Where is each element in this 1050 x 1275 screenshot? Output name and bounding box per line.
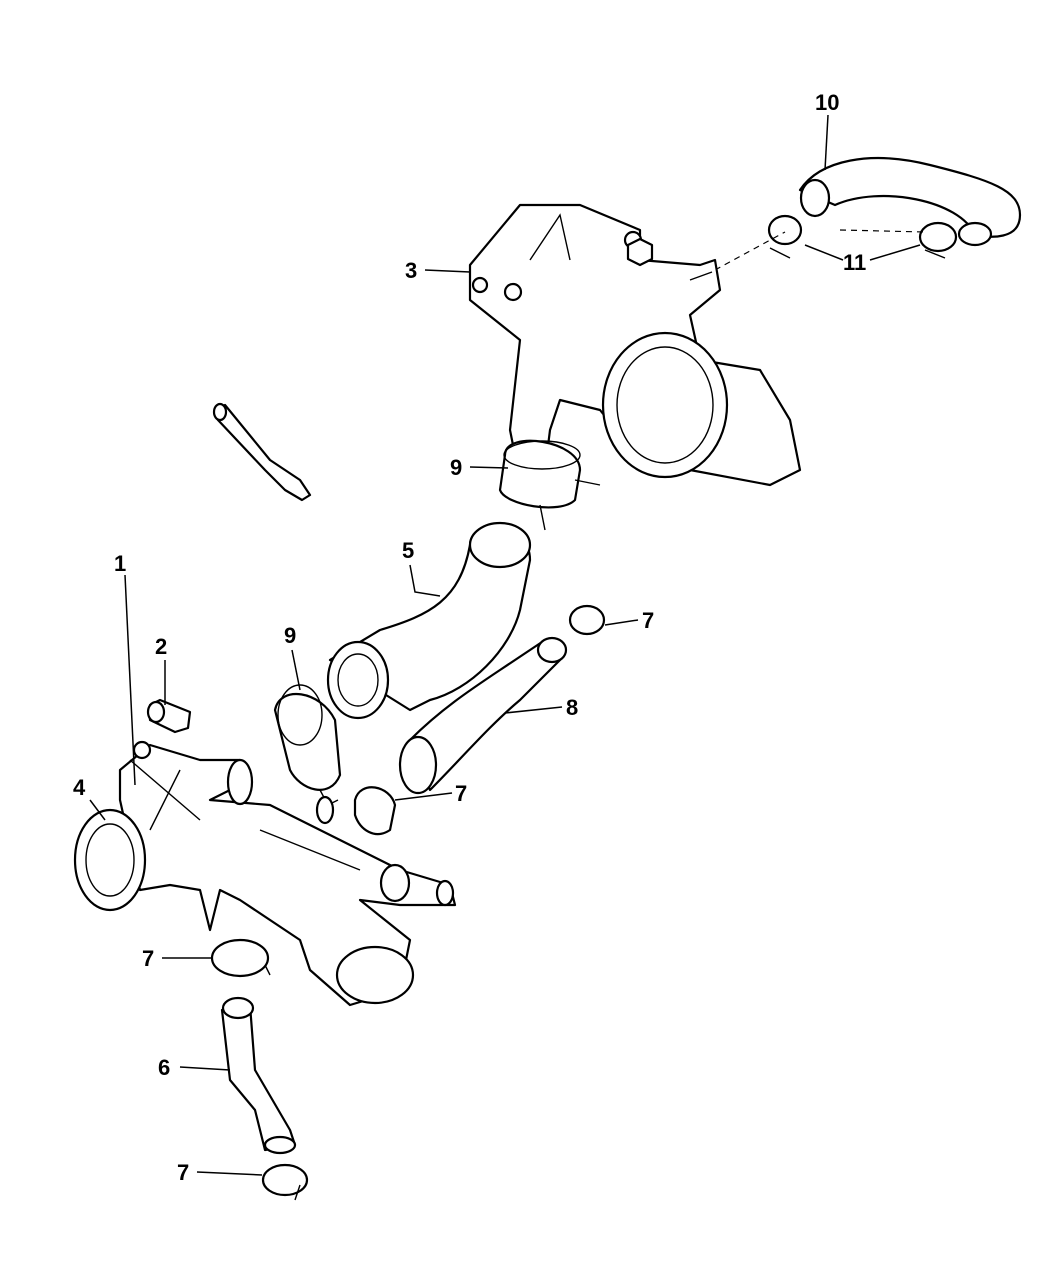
callout-7: 7 (142, 946, 154, 971)
callout-3: 3 (405, 258, 417, 283)
part-2-bolt (146, 698, 192, 734)
callout-1: 1 (114, 551, 126, 576)
callout-8: 8 (566, 695, 578, 720)
callout-9: 9 (450, 455, 462, 480)
part-5-hose (326, 521, 532, 720)
part-3-thermostat-housing (468, 203, 802, 487)
callouts: 1 2 3 4 5 6 7 7 7 7 8 9 9 10 11 (73, 90, 866, 1185)
callout-9: 9 (284, 623, 296, 648)
part-10-hose (798, 157, 1022, 247)
temperature-sensor (212, 402, 312, 502)
callout-7: 7 (455, 781, 467, 806)
callout-2: 2 (155, 634, 167, 659)
callout-7: 7 (642, 608, 654, 633)
assembly-line (714, 229, 926, 271)
callout-4: 4 (73, 775, 86, 800)
part-8-hose (398, 636, 568, 795)
part-9-clamp-upper (498, 439, 601, 531)
callout-5: 5 (402, 538, 414, 563)
part-7-clamps (210, 604, 606, 1201)
part-1-water-outlet (73, 740, 457, 1007)
callout-11: 11 (843, 250, 866, 275)
callout-6: 6 (158, 1055, 170, 1080)
part-9-clamp-lower (273, 684, 342, 806)
callout-7: 7 (177, 1160, 189, 1185)
part-6-hose (220, 996, 297, 1155)
callout-10: 10 (815, 90, 839, 115)
leader-lines (89, 114, 921, 1176)
part-11-clamps (767, 214, 958, 259)
